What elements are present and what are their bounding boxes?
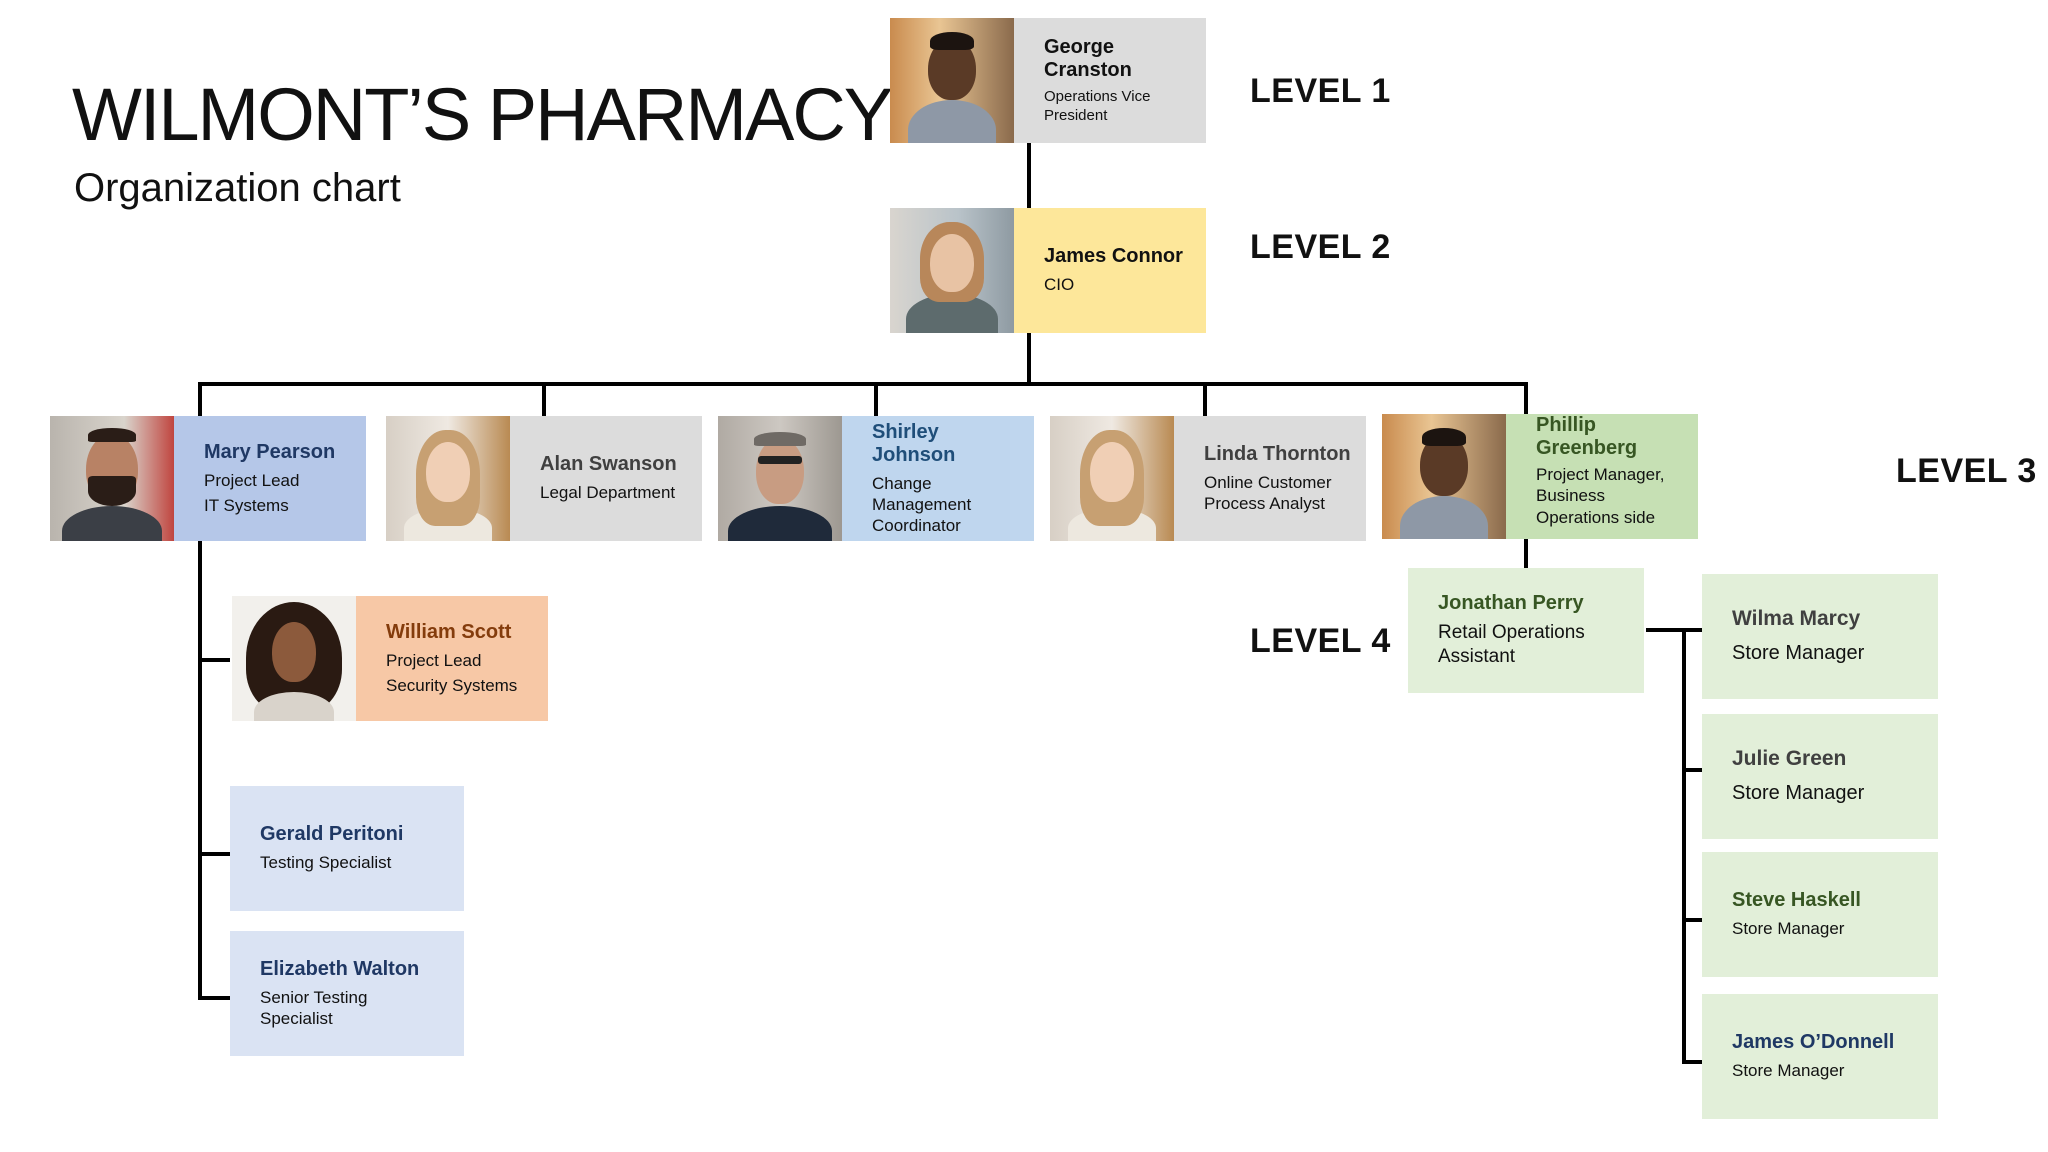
person-role: Senior Testing Specialist [260, 987, 368, 1028]
person-role: Retail Operations Assistant [1438, 622, 1585, 667]
person-role: Store Manager [1732, 1061, 1845, 1081]
connector-to-william [198, 658, 230, 662]
card-linda-thornton[interactable]: Linda Thornton Online Customer Process A… [1050, 416, 1366, 541]
person-role: Store Manager [1732, 782, 1865, 805]
person-name: James O’Donnell [1732, 1031, 1895, 1054]
person-name: Steve Haskell [1732, 889, 1861, 912]
connector-store-trunk [1682, 628, 1686, 1064]
avatar [1050, 416, 1174, 541]
card-wilma-marcy[interactable]: Wilma Marcy Store Manager [1702, 574, 1938, 699]
connector-l1-l2 [1027, 142, 1031, 210]
person-name: Mary Pearson [204, 440, 336, 463]
avatar [50, 416, 174, 541]
card-shirley-johnson[interactable]: Shirley Johnson Change Management Coordi… [718, 416, 1034, 541]
person-role: Project Lead [386, 650, 482, 670]
page-subtitle: Organization chart [74, 166, 401, 210]
person-name: Julie Green [1732, 746, 1847, 770]
person-name: George Cranston [1044, 35, 1132, 81]
avatar [1382, 414, 1506, 539]
connector-to-steve [1682, 918, 1706, 922]
person-name: James Connor [1044, 245, 1183, 268]
person-role: Store Manager [1732, 642, 1865, 665]
card-julie-green[interactable]: Julie Green Store Manager [1702, 714, 1938, 839]
avatar [232, 596, 356, 721]
connector-drop-linda [1203, 382, 1207, 416]
connector-to-james-odonnell [1682, 1060, 1706, 1064]
page-title: WILMONT’S PHARMACY [72, 73, 893, 156]
person-role: Project Manager, Business Operations sid… [1536, 465, 1665, 527]
person-role: Online Customer Process Analyst [1204, 472, 1332, 513]
level-3-label: LEVEL 3 [1896, 452, 2037, 490]
card-gerald-peritoni[interactable]: Gerald Peritoni Testing Specialist [230, 786, 464, 911]
avatar [718, 416, 842, 541]
person-name: Wilma Marcy [1732, 606, 1861, 630]
person-role: Store Manager [1732, 919, 1845, 939]
avatar [386, 416, 510, 541]
person-role: Change Management Coordinator [872, 473, 972, 536]
person-name: William Scott [386, 620, 512, 643]
level-1-label: LEVEL 1 [1250, 72, 1391, 110]
connector-drop-mary [198, 382, 202, 416]
person-role: Project Lead [204, 470, 300, 490]
connector-to-gerald [198, 852, 230, 856]
card-william-scott[interactable]: William Scott Project Lead Security Syst… [232, 596, 548, 721]
card-george-cranston[interactable]: George Cranston Operations Vice Presiden… [890, 18, 1206, 143]
person-name: Shirley Johnson [872, 420, 956, 466]
connector-drop-alan [542, 382, 546, 416]
person-department: Security Systems [386, 676, 518, 695]
connector-level3-bus [198, 382, 1528, 386]
connector-to-wilma [1682, 628, 1706, 632]
connector-phillip-jonathan [1524, 538, 1528, 568]
connector-to-elizabeth [198, 996, 230, 1000]
card-elizabeth-walton[interactable]: Elizabeth Walton Senior Testing Speciali… [230, 931, 464, 1056]
level-4-label: LEVEL 4 [1250, 622, 1391, 660]
avatar [890, 208, 1014, 333]
connector-to-julie [1682, 768, 1706, 772]
avatar [890, 18, 1014, 143]
person-name: Phillip Greenberg [1536, 414, 1638, 459]
connector-mary-trunk [198, 540, 202, 1000]
card-alan-swanson[interactable]: Alan Swanson Legal Department [386, 416, 702, 541]
person-role: Legal Department [540, 483, 676, 503]
connector-l2-bus [1027, 332, 1031, 384]
connector-drop-phillip [1524, 382, 1528, 416]
card-mary-pearson[interactable]: Mary Pearson Project Lead IT Systems [50, 416, 366, 541]
card-jonathan-perry[interactable]: Jonathan Perry Retail Operations Assista… [1408, 568, 1644, 693]
person-name: Elizabeth Walton [260, 957, 420, 980]
connector-jonathan-trunk [1646, 628, 1696, 632]
person-name: Linda Thornton [1204, 442, 1351, 465]
person-name: Alan Swanson [540, 453, 677, 476]
level-2-label: LEVEL 2 [1250, 228, 1391, 266]
person-role: CIO [1044, 275, 1075, 295]
person-role: Operations Vice President [1044, 87, 1151, 124]
person-role: Testing Specialist [260, 853, 392, 873]
person-name: Gerald Peritoni [260, 823, 404, 846]
connector-drop-shirley [874, 382, 878, 416]
person-name: Jonathan Perry [1438, 592, 1584, 615]
card-steve-haskell[interactable]: Steve Haskell Store Manager [1702, 852, 1938, 977]
person-department: IT Systems [204, 496, 289, 515]
card-james-odonnell[interactable]: James O’Donnell Store Manager [1702, 994, 1938, 1119]
card-phillip-greenberg[interactable]: Phillip Greenberg Project Manager, Busin… [1382, 414, 1698, 539]
card-james-connor[interactable]: James Connor CIO [890, 208, 1206, 333]
